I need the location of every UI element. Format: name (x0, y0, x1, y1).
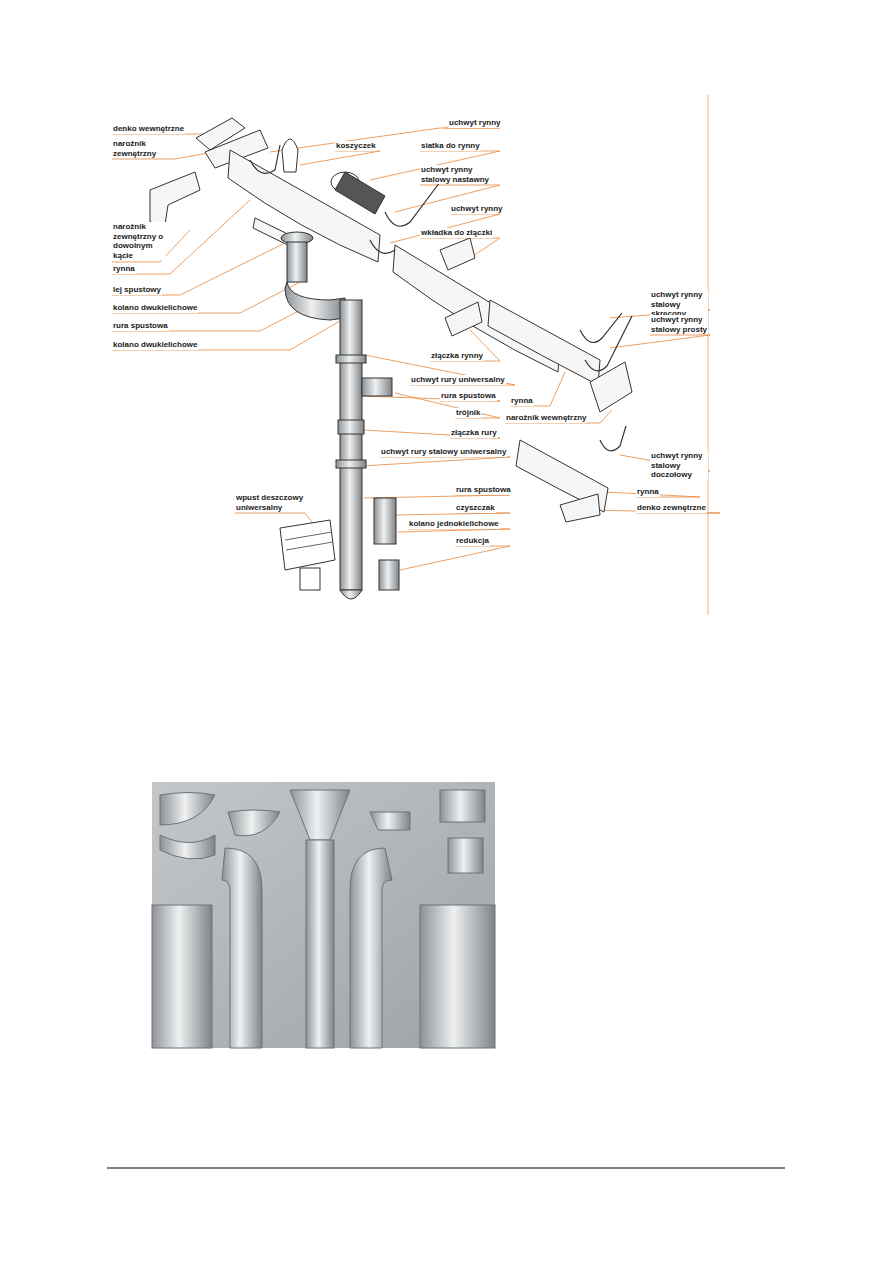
part-label: uchwyt rynny (450, 204, 504, 214)
part-label: kolano dwukielichowe (112, 303, 198, 313)
part-label: uchwyt rynny stalowy prosty (650, 315, 708, 334)
part-label: lej spustowy (112, 285, 162, 295)
part-label: denko wewnętrzne (112, 124, 185, 134)
part-label: rura spustowa (455, 485, 512, 495)
part-label: narożnik zewnętrzny (112, 139, 176, 158)
part-label: czyszczak (455, 503, 496, 513)
part-label: narożnik zewnętrzny o dowolnym kącie (112, 222, 166, 260)
part-label: uchwyt rury stalowy uniwersalny (380, 447, 507, 457)
part-label: siatka do rynny (420, 141, 481, 151)
part-label: rynna (510, 396, 534, 406)
part-label: denko zewnętrzne (636, 503, 707, 513)
part-label: uchwyt rynny stalowy nastawny (420, 165, 504, 184)
part-label: złączka rury (450, 428, 498, 438)
part-label: koszyczek (335, 141, 377, 151)
part-label: złączka rynny (430, 351, 484, 361)
part-label: wkładka do złączki (420, 228, 493, 238)
part-label: rynna (112, 264, 136, 274)
part-label: uchwyt rynny (448, 118, 502, 128)
part-label: rynna (636, 487, 660, 497)
part-label: uchwyt rury uniwersalny (410, 375, 506, 385)
part-label: rura spustowa (112, 321, 169, 331)
part-label: kolano jednokielichowe (408, 519, 500, 529)
part-label: rura spustowa (440, 391, 497, 401)
part-label: kolano dwukielichowe (112, 340, 198, 350)
part-label: trójnik (455, 408, 481, 418)
part-label: wpust deszczowy uniwersalny (235, 493, 309, 512)
part-label: redukcja (455, 536, 490, 546)
part-label: narożnik wewnętrzny (505, 413, 587, 423)
part-label: uchwyt rynny stalowy doczołowy (650, 451, 708, 480)
